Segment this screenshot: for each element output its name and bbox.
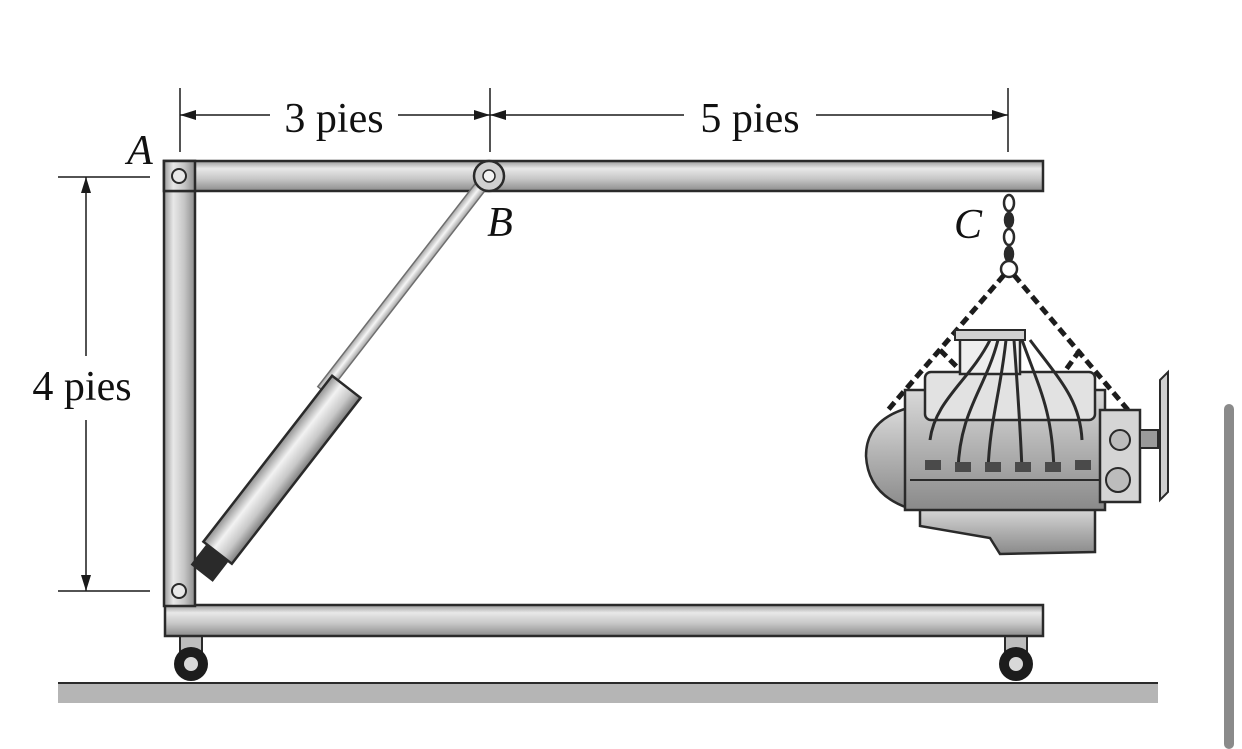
chain-sling: [886, 273, 1130, 412]
wheel-right: [999, 635, 1033, 681]
pin-b: [472, 159, 506, 193]
dimension-top: [179, 88, 1009, 152]
dimension-label-ab: 3 pies: [284, 96, 383, 142]
scrollbar[interactable]: [1224, 404, 1234, 749]
dimension-label-height: 4 pies: [32, 364, 131, 410]
ground: [58, 683, 1158, 703]
base-beam: [163, 603, 1045, 638]
dimension-left: [58, 176, 150, 592]
point-label-b: B: [487, 200, 513, 246]
hydraulic-rod: [316, 172, 494, 396]
chain: [999, 193, 1019, 279]
point-label-a: A: [124, 128, 153, 174]
vertical-post: [162, 159, 197, 608]
pin-bottom: [171, 583, 187, 599]
dimension-label-bc: 5 pies: [700, 96, 799, 142]
wheel-left: [174, 635, 208, 681]
point-label-c: C: [954, 202, 983, 248]
pin-a: [171, 168, 187, 184]
top-boom: [162, 159, 1045, 193]
engine: [864, 329, 1169, 556]
hydraulic-cylinder: [190, 373, 363, 582]
